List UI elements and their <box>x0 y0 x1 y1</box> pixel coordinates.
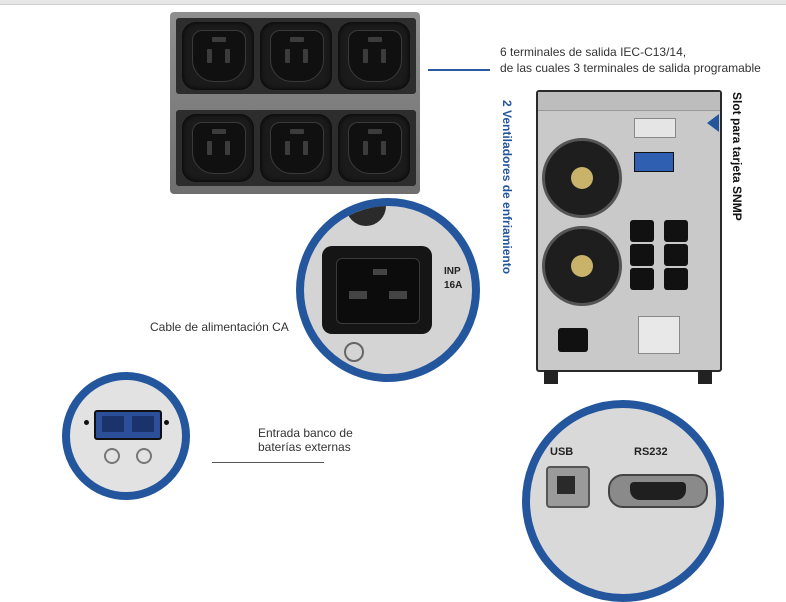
cooling-fan-icon <box>542 138 622 218</box>
ups-rear-panel <box>536 90 722 384</box>
outlets-label-line2: de las cuales 3 terminales de salida pro… <box>500 61 761 75</box>
screw-icon <box>344 342 364 362</box>
iec-c13-outlet-icon <box>338 22 410 90</box>
comm-ports-zoom: USB RS232 <box>522 400 724 602</box>
iec-c13-outlet-icon <box>260 22 332 90</box>
iec-c13-outlet-icon <box>182 114 254 182</box>
snmp-arrow-icon <box>707 114 719 132</box>
ups-top-strip <box>538 92 720 111</box>
top-border <box>0 0 786 5</box>
cooling-fan-icon <box>542 226 622 306</box>
ac-cable-label: Cable de alimentación CA <box>150 320 289 334</box>
iec-c13-outlet-icon <box>664 220 688 242</box>
mount-hole <box>164 420 169 425</box>
breaker-knob <box>346 206 386 226</box>
ups-foot <box>698 370 712 384</box>
outlets-callout-line <box>428 69 490 71</box>
iec-c20-inlet-icon <box>558 328 588 352</box>
battery-input-zoom <box>62 372 190 500</box>
terminal-block <box>638 316 680 354</box>
iec-c20-inlet-icon <box>322 246 432 334</box>
iec-c13-outlet-icon <box>664 244 688 266</box>
outlet-strip-top <box>176 18 416 94</box>
usb-label: USB <box>550 446 574 458</box>
iec-c13-outlet-icon <box>338 114 410 182</box>
snmp-label: Slot para tarjeta SNMP <box>730 92 744 221</box>
snmp-slot <box>634 118 676 138</box>
battery-label-line2: baterías externas <box>258 440 351 454</box>
iec-c13-outlet-icon <box>630 244 654 266</box>
fans-label: 2 Ventiladores de enfriamiento <box>500 100 514 275</box>
screw-icon <box>104 448 120 464</box>
outlet-strip-bottom <box>176 110 416 186</box>
iec-c13-outlet-icon <box>664 268 688 290</box>
outlet-panel-photo <box>170 12 420 194</box>
mount-hole <box>84 420 89 425</box>
input-label-partial-1: INP <box>444 266 461 277</box>
usb-b-port-icon <box>546 466 590 508</box>
battery-connector-icon <box>634 152 674 172</box>
ac-inlet-zoom: INP 16A <box>296 198 480 382</box>
battery-callout-line <box>212 462 324 463</box>
ups-foot <box>544 370 558 384</box>
iec-c13-outlet-icon <box>630 220 654 242</box>
input-label-partial-2: 16A <box>444 280 463 291</box>
battery-label-line1: Entrada banco de <box>258 426 353 440</box>
battery-connector-icon <box>94 410 162 440</box>
iec-c13-outlet-icon <box>630 268 654 290</box>
iec-c13-outlet-icon <box>260 114 332 182</box>
iec-c13-outlet-icon <box>182 22 254 90</box>
outlets-label-line1: 6 terminales de salida IEC-C13/14, <box>500 45 687 59</box>
rs232-label: RS232 <box>634 446 668 458</box>
screw-icon <box>136 448 152 464</box>
db9-serial-port-icon <box>608 474 708 508</box>
